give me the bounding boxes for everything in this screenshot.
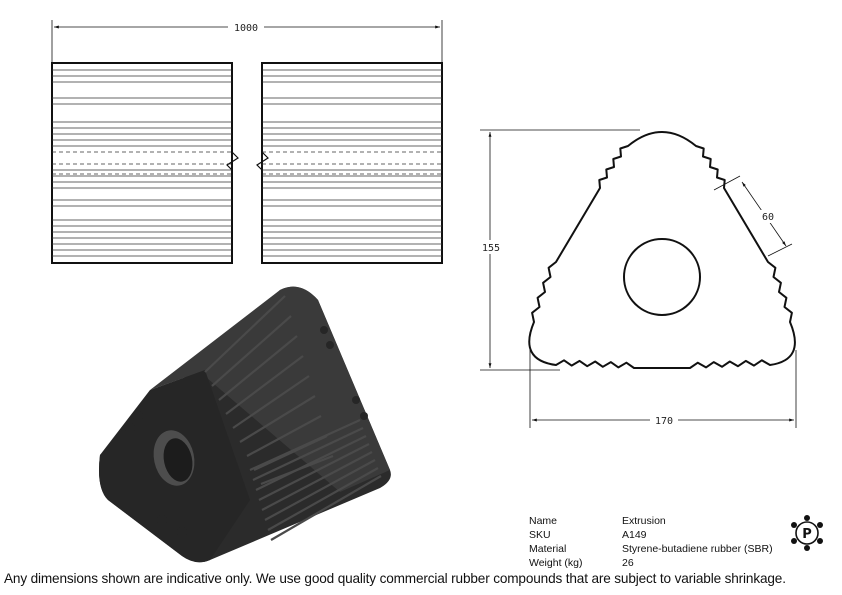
ridge-line: [264, 459, 376, 521]
ridge-line: [252, 427, 364, 481]
ridge-line: [255, 435, 367, 491]
ridge-line: [249, 418, 361, 472]
ridge-line: [261, 451, 373, 511]
ridge-line: [225, 355, 304, 415]
disclaimer-text: Any dimensions shown are indicative only…: [4, 571, 786, 586]
dim-groove-label: 60: [762, 212, 774, 223]
isometric-render: [99, 286, 391, 563]
ridge-line: [218, 335, 298, 401]
spec-row-weight: Weight (kg) 26: [529, 556, 773, 570]
center-hole: [623, 238, 701, 316]
ridge-line: [239, 395, 316, 443]
spec-label: Name: [529, 515, 558, 527]
spec-value: A149: [622, 529, 647, 541]
ridge-line: [258, 443, 370, 501]
ridge-line: [267, 467, 379, 531]
ridge-line: [270, 475, 382, 541]
spec-label: Weight (kg): [529, 557, 583, 569]
spec-label: Material: [529, 543, 567, 555]
ridge-line: [232, 375, 310, 429]
ridge-line: [211, 315, 292, 387]
dim-length-label: 1000: [234, 23, 258, 34]
logo-letter: P: [802, 527, 812, 542]
spec-table: Name Extrusion SKU A149 Material Styrene…: [529, 514, 773, 570]
dim-height-label: 155: [482, 243, 500, 254]
spec-row-material: Material Styrene-butadiene rubber (SBR): [529, 542, 773, 556]
spec-value: Extrusion: [622, 515, 666, 527]
p-logo-icon: P: [791, 515, 823, 551]
spec-value: 26: [622, 557, 634, 569]
spec-label: SKU: [529, 529, 551, 541]
spec-value: Styrene-butadiene rubber (SBR): [622, 543, 773, 555]
spec-row-name: Name Extrusion: [529, 514, 773, 528]
ridge-line: [246, 415, 322, 457]
dim-width-label: 170: [655, 416, 673, 427]
cross-section-view: 155 170 60: [478, 129, 797, 428]
spec-row-sku: SKU A149: [529, 528, 773, 542]
side-view: 1000: [51, 20, 443, 266]
ridge-line: [204, 295, 286, 373]
